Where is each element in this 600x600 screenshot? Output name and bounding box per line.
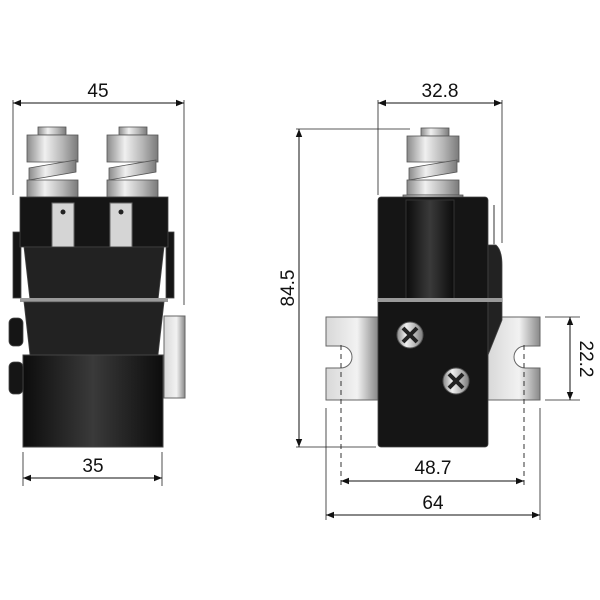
side-flange-left: [12, 231, 22, 299]
terminal-stud-right: [106, 126, 159, 198]
dimension-45-label: 45: [87, 81, 108, 102]
terminal-stud: [402, 127, 464, 201]
side-flange-right: [165, 231, 175, 299]
mounting-bracket-right: [487, 316, 541, 401]
coil-terminal: [8, 361, 24, 395]
coil-can: [22, 354, 164, 448]
mid-housing: [23, 246, 165, 301]
top-housing: [19, 196, 169, 248]
dimension-84-5-label: 84.5: [278, 270, 299, 307]
mounting-bracket-edge: [163, 315, 186, 399]
seam-line: [20, 298, 168, 302]
screw-icon: [396, 321, 424, 349]
dimension-35-label: 35: [82, 456, 103, 477]
dimension-32-8-label: 32.8: [422, 81, 459, 102]
dimension-64-label: 64: [422, 493, 444, 514]
terminal-stud-left: [26, 126, 79, 198]
dimension-22-2-label: 22.2: [575, 341, 596, 378]
coil-terminal: [8, 317, 24, 347]
side-view: 84.5 32.8 22.2: [278, 81, 596, 520]
screw-icon: [442, 367, 470, 395]
mounting-bracket-left: [325, 316, 379, 401]
front-view: 45 35: [8, 81, 186, 486]
dimension-48-7-label: 48.7: [415, 458, 452, 479]
